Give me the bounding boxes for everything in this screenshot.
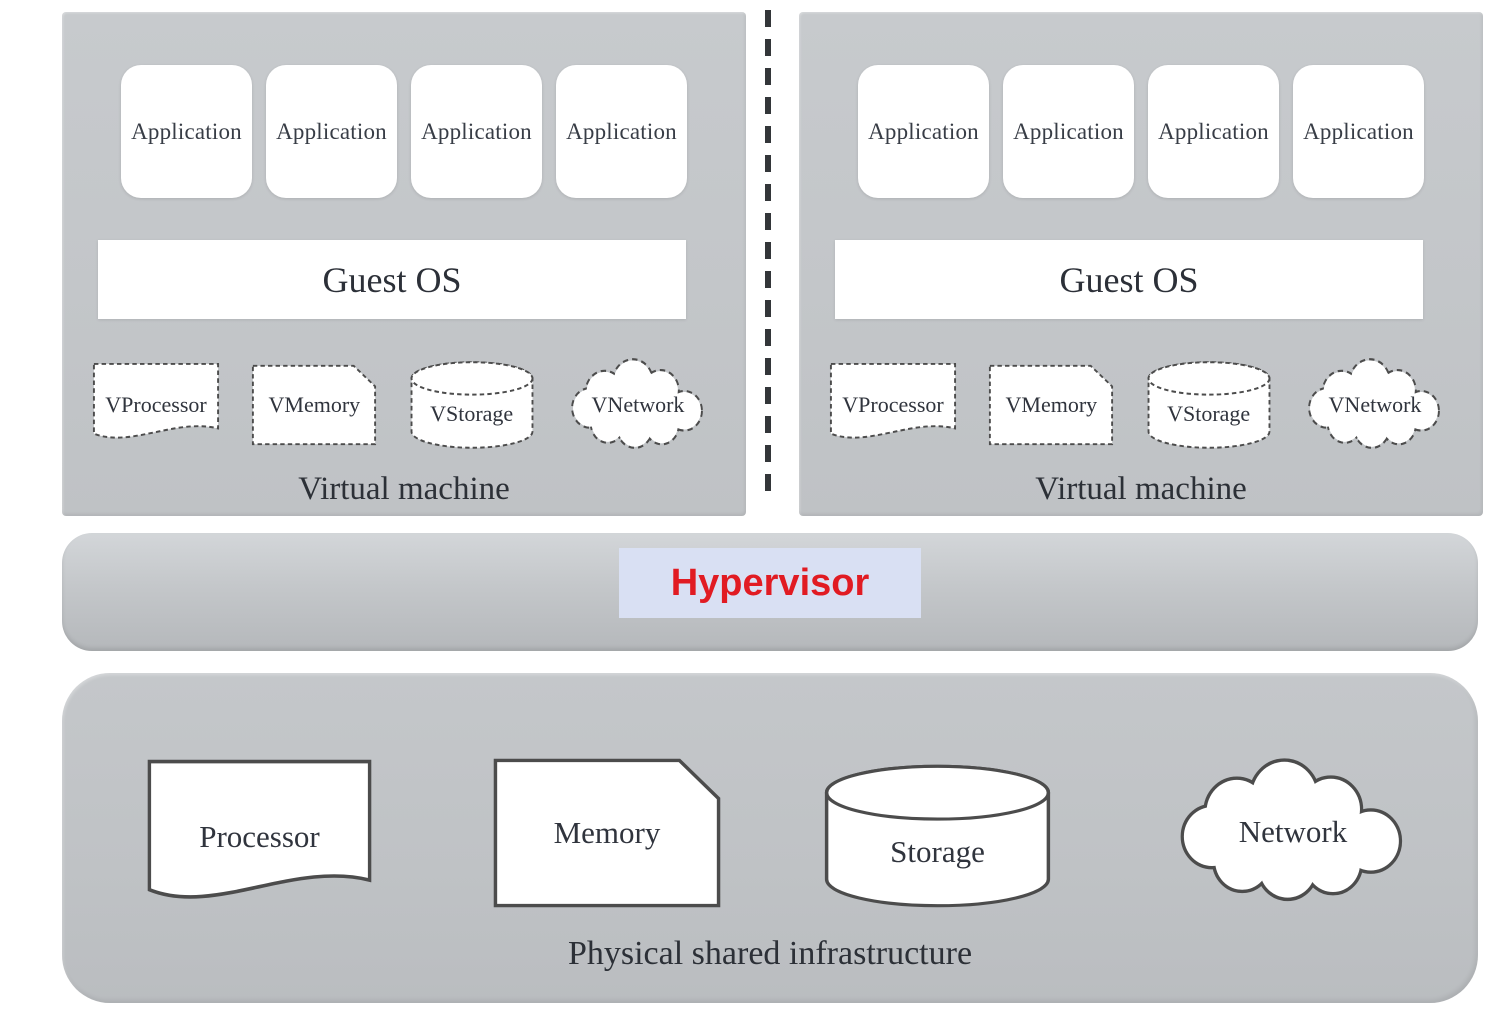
document-shape-icon <box>829 362 957 439</box>
memory-shape: Memory <box>492 757 722 909</box>
vmemory-label: VMemory <box>1005 392 1098 417</box>
vm2-vmemory-shape: VMemory <box>988 364 1114 446</box>
hypervisor-label: Hypervisor <box>619 548 921 618</box>
note-shape-icon <box>252 364 377 446</box>
cloud-shape-icon <box>1308 358 1440 449</box>
vmemory-label: VMemory <box>268 392 361 417</box>
vm2-application-box: Application <box>1003 65 1134 198</box>
vm2-applications-row: Application Application Application Appl… <box>799 65 1483 198</box>
virtual-machine-panel-1: Application Application Application Appl… <box>62 12 746 516</box>
virtual-machine-panel-2: Application Application Application Appl… <box>799 12 1483 516</box>
vm2-application-box: Application <box>1293 65 1424 198</box>
vm2-vstorage-shape: VStorage <box>1146 359 1272 451</box>
cylinder-shape-icon <box>824 764 1051 908</box>
network-shape: Network <box>1172 755 1414 909</box>
vm2-application-box: Application <box>858 65 989 198</box>
vm1-vmemory-shape: VMemory <box>251 364 377 446</box>
vm-dashed-separator <box>765 10 771 502</box>
vm2-application-box: Application <box>1148 65 1279 198</box>
vm1-vprocessor-shape: VProcessor <box>92 362 220 448</box>
vm2-vprocessor-shape: VProcessor <box>829 362 957 448</box>
vm1-application-box: Application <box>266 65 397 198</box>
storage-label: Storage <box>890 834 985 870</box>
vm1-application-box: Application <box>121 65 252 198</box>
vprocessor-label: VProcessor <box>842 392 944 417</box>
vm1-vnetwork-shape: VNetwork <box>566 356 710 454</box>
document-shape-icon <box>92 362 220 439</box>
vm2-virtual-resources-row: VProcessor VMemory VStorage <box>829 356 1447 454</box>
vm1-caption: Virtual machine <box>298 471 510 507</box>
memory-label: Memory <box>553 815 661 850</box>
physical-infrastructure-caption: Physical shared infrastructure <box>567 935 973 972</box>
note-shape-icon <box>989 364 1114 446</box>
cloud-shape-icon <box>1180 758 1403 902</box>
vstorage-label: VStorage <box>430 400 514 426</box>
vnetwork-label: VNetwork <box>1328 392 1422 417</box>
processor-shape: Processor <box>146 758 373 916</box>
vm1-guest-os-bar: Guest OS <box>98 240 686 319</box>
vprocessor-label: VProcessor <box>105 392 207 417</box>
physical-infrastructure-box: Processor Memory Storage <box>62 673 1478 1003</box>
vm2-caption: Virtual machine <box>1035 471 1247 507</box>
cloud-shape-icon <box>571 358 703 449</box>
cylinder-shape-icon <box>1147 361 1271 449</box>
processor-label: Processor <box>199 819 320 854</box>
vm1-application-box: Application <box>556 65 687 198</box>
hypervisor-bar: Hypervisor <box>62 533 1478 651</box>
vm1-vstorage-shape: VStorage <box>409 359 535 451</box>
vnetwork-label: VNetwork <box>591 392 685 417</box>
vstorage-label: VStorage <box>1167 400 1251 426</box>
storage-shape: Storage <box>822 761 1053 911</box>
vm1-virtual-resources-row: VProcessor VMemory VStorage <box>92 356 710 454</box>
document-shape-icon <box>147 759 372 899</box>
vm1-applications-row: Application Application Application Appl… <box>62 65 746 198</box>
vm2-vnetwork-shape: VNetwork <box>1303 356 1447 454</box>
cylinder-shape-icon <box>410 361 534 449</box>
vm2-guest-os-bar: Guest OS <box>835 240 1423 319</box>
vm1-application-box: Application <box>411 65 542 198</box>
note-shape-icon <box>493 758 721 908</box>
network-label: Network <box>1238 814 1348 849</box>
